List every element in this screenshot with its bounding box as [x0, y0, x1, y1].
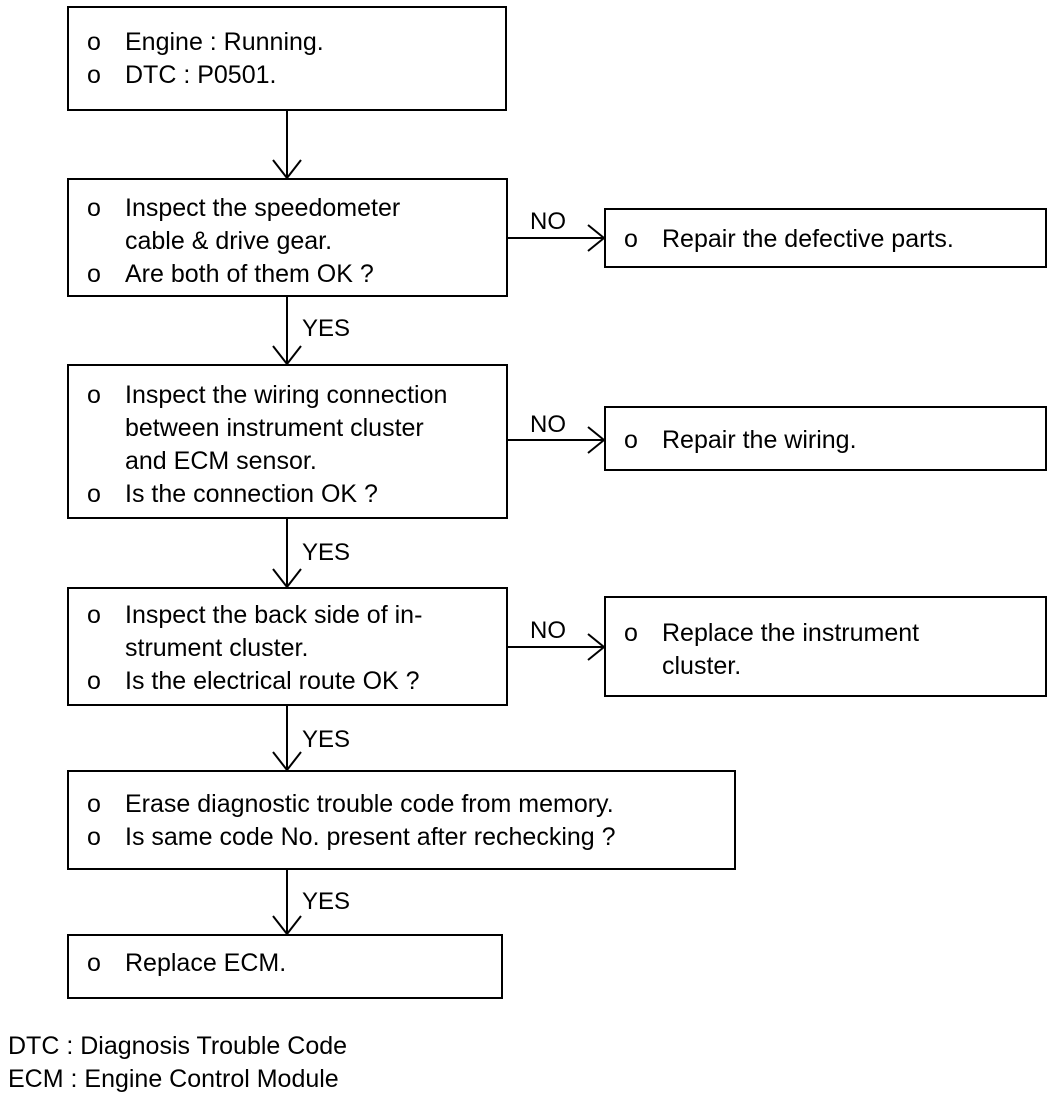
yes-label: YES: [302, 726, 351, 753]
dtc-code-text: DTC : P0501.: [125, 61, 277, 89]
speedometer-check-box: o Inspect the speedometer cable & drive …: [67, 178, 508, 297]
both-ok-question: Are both of them OK ?: [125, 260, 374, 288]
bullet: o: [87, 790, 101, 818]
wiring-check-box: o Inspect the wiring connection between …: [67, 364, 508, 519]
arrowhead: [272, 568, 302, 589]
replace-cluster-text-cont: cluster.: [662, 652, 742, 680]
bullet: o: [624, 426, 638, 454]
no-label: NO: [530, 617, 566, 644]
arrowhead: [272, 751, 302, 772]
bullet: o: [87, 381, 101, 409]
replace-ecm-text: Replace ECM.: [125, 949, 287, 977]
bullet: o: [87, 949, 101, 977]
erase-dtc-text: Erase diagnostic trouble code from memor…: [125, 790, 614, 818]
yes-label: YES: [302, 539, 351, 566]
legend-dtc: DTC : Diagnosis Trouble Code: [8, 1032, 348, 1060]
repair-wiring-box: o Repair the wiring.: [604, 406, 1047, 471]
bullet: o: [624, 619, 638, 647]
inspect-back-side-text: Inspect the back side of in-: [125, 601, 423, 629]
bullet: o: [87, 194, 101, 222]
start-box: o Engine : Running. o DTC : P0501.: [67, 6, 507, 111]
bullet: o: [87, 667, 101, 695]
arrowhead: [587, 426, 606, 454]
same-code-question: Is same code No. present after recheckin…: [125, 823, 616, 851]
inspect-wiring-text-cont: between instrument cluster: [125, 414, 424, 442]
inspect-back-side-text-cont: strument cluster.: [125, 634, 309, 662]
arrowhead: [272, 345, 302, 366]
bullet: o: [87, 823, 101, 851]
bullet: o: [87, 260, 101, 288]
erase-dtc-box: o Erase diagnostic trouble code from mem…: [67, 770, 736, 870]
inspect-wiring-text: Inspect the wiring connection: [125, 381, 448, 409]
bullet: o: [87, 480, 101, 508]
bullet: o: [87, 28, 101, 56]
connection-ok-question: Is the connection OK ?: [125, 480, 378, 508]
yes-label: YES: [302, 888, 351, 915]
legend-ecm: ECM : Engine Control Module: [8, 1065, 339, 1093]
arrowhead: [272, 915, 302, 936]
inspect-speedometer-text: Inspect the speedometer: [125, 194, 401, 222]
replace-cluster-box: o Replace the instrument cluster.: [604, 596, 1047, 697]
bullet: o: [624, 225, 638, 253]
back-side-check-box: o Inspect the back side of in- strument …: [67, 587, 508, 706]
repair-defective-parts-text: Repair the defective parts.: [662, 225, 954, 253]
no-label: NO: [530, 208, 566, 235]
repair-wiring-text: Repair the wiring.: [662, 426, 857, 454]
inspect-speedometer-text-cont: cable & drive gear.: [125, 227, 333, 255]
arrowhead: [587, 633, 606, 661]
repair-defective-parts-box: o Repair the defective parts.: [604, 208, 1047, 268]
electrical-route-ok-question: Is the electrical route OK ?: [125, 667, 420, 695]
engine-running-text: Engine : Running.: [125, 28, 324, 56]
bullet: o: [87, 601, 101, 629]
bullet: o: [87, 61, 101, 89]
replace-ecm-box: o Replace ECM.: [67, 934, 503, 999]
replace-cluster-text: Replace the instrument: [662, 619, 920, 647]
inspect-wiring-text-cont: and ECM sensor.: [125, 447, 317, 475]
arrowhead: [587, 224, 606, 252]
yes-label: YES: [302, 315, 351, 342]
no-label: NO: [530, 411, 566, 438]
arrowhead: [272, 159, 302, 180]
